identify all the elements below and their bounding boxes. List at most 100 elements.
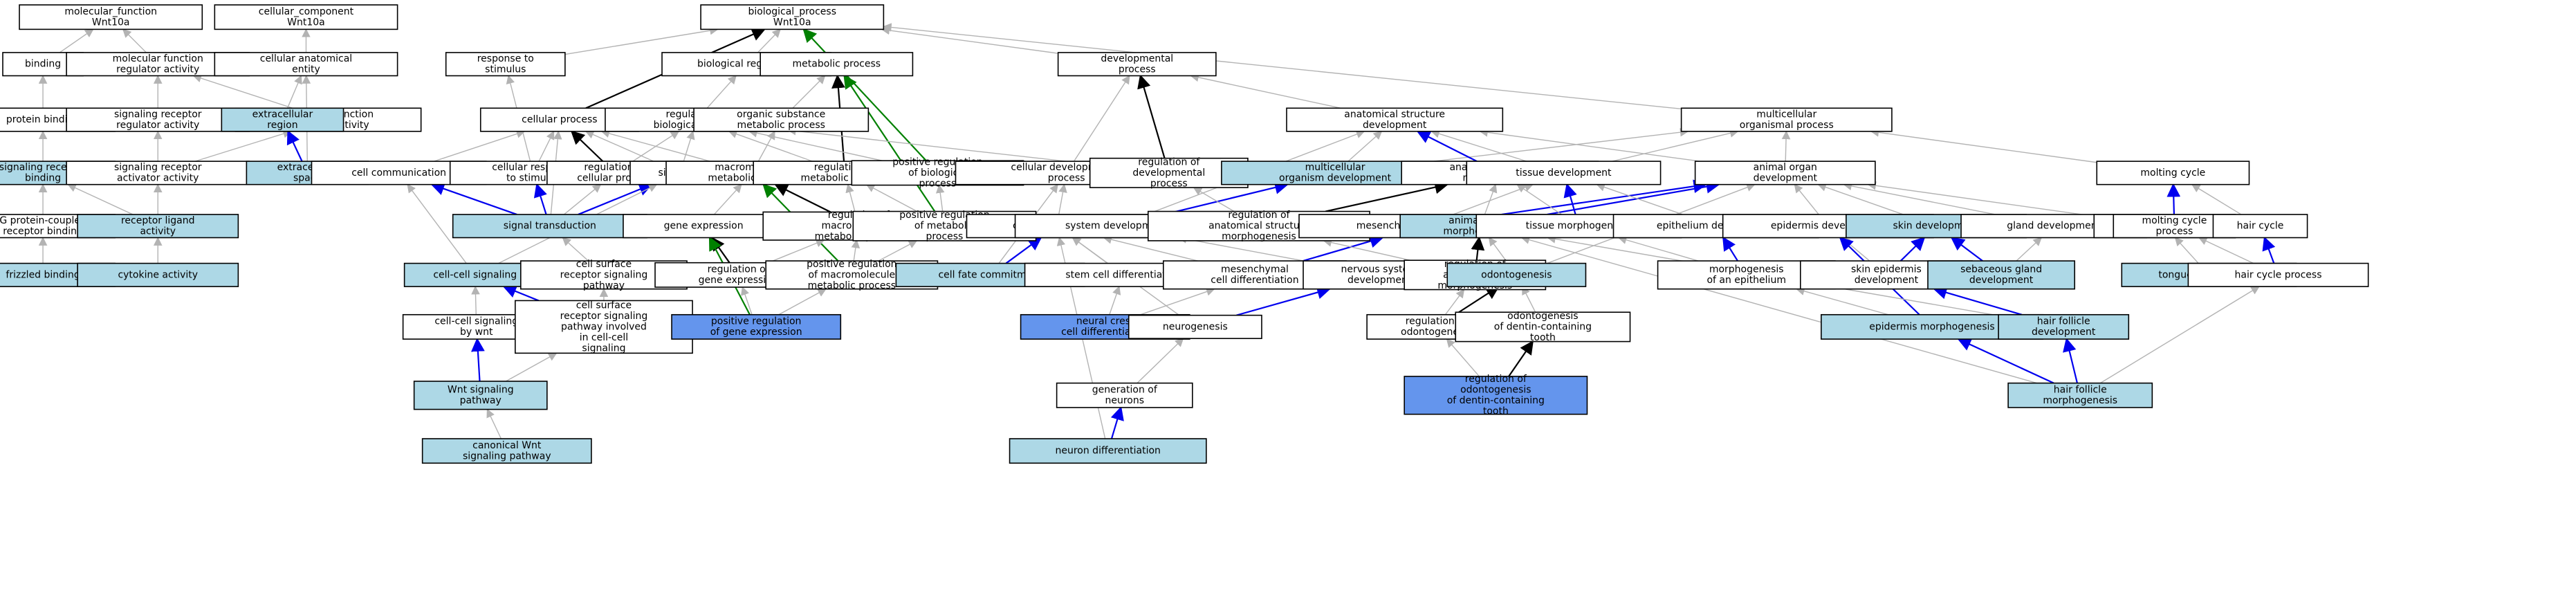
edge-hfm-to-hcp [2099, 286, 2261, 384]
node-label-line: hair cycle process [2235, 269, 2322, 280]
node-label-line: cell communication [351, 167, 446, 179]
edge-asm-to-asd [1416, 130, 1478, 163]
edge-signaling-to-cellp [585, 130, 654, 162]
node-label-line: signaling receptor [114, 162, 202, 173]
go-term-node-tissdev[interactable]: tissue development [1466, 161, 1662, 185]
edge-mfact-to-mfreg [192, 74, 293, 109]
node-label-line: development [1855, 275, 1919, 286]
edge-moltp-to-molt [2166, 183, 2181, 215]
node-label-line: in cell-cell [580, 332, 628, 343]
node-label-line: odontogenesis [1460, 385, 1531, 396]
node-label-line: development [1363, 120, 1427, 131]
go-term-node-cytok[interactable]: cytokine activity [77, 262, 239, 287]
go-term-node-odonto[interactable]: odontogenesis [1446, 262, 1587, 287]
node-label-line: multicellular [1305, 162, 1365, 173]
edge-reggeneexp-to-regmmp [768, 239, 825, 264]
edge-mfreg-to-mf [122, 28, 147, 53]
node-label-line: molting cycle [2140, 167, 2205, 179]
node-label-line: activity [140, 226, 176, 237]
edge-regdevp-to-regbp [786, 126, 1090, 165]
node-label-line: extracellular [252, 109, 313, 120]
node-label-line: hair follicle [2054, 385, 2107, 396]
edge-posreggene-to-posregmmp [778, 289, 827, 316]
edge-posregmmp-to-posregmp [878, 240, 918, 262]
node-label-line: binding [25, 173, 61, 184]
edge-posreggene-to-reggeneexp [741, 286, 753, 315]
node-label-line: epidermis morphogenesis [1869, 321, 1994, 332]
edge-haircyc-to-molt [2191, 184, 2242, 215]
node-label-line: organic substance [737, 109, 825, 120]
node-label-line: tooth [1483, 406, 1509, 417]
node-label-line: by wnt [460, 327, 493, 338]
node-label-line: developmental [1101, 53, 1173, 64]
node-label-line: neurons [1105, 395, 1144, 406]
edge-ncc-to-mescd [1140, 287, 1215, 316]
node-label-line: regulation of [1138, 156, 1200, 167]
node-label-line: cellular process [522, 114, 597, 125]
edge-nsd-to-sysdev [1177, 235, 1304, 262]
go-term-node-molt[interactable]: molting cycle [2096, 161, 2250, 185]
edge-tissmorph-to-asm [1516, 183, 1562, 215]
node-box [1694, 161, 1876, 185]
node-label-line: region [267, 120, 297, 131]
edge-regmmp-to-regmp [845, 183, 856, 212]
node-label-line: of metabolic [914, 221, 975, 232]
node-label-line: development [2032, 327, 2096, 338]
go-term-node-neurog[interactable]: neurogenesis [1128, 314, 1262, 339]
go-term-node-haircyc[interactable]: hair cycle [2212, 214, 2308, 239]
node-label-line: cell differentiation [1211, 275, 1298, 286]
node-label-line: positive regulation [807, 259, 896, 270]
go-term-node-hcp[interactable]: hair cycle process [2187, 262, 2369, 287]
go-term-node-metab[interactable]: metabolic process [760, 52, 914, 77]
go-term-node-geneexp[interactable]: gene expression [623, 214, 785, 239]
node-label-line: process [1150, 178, 1188, 189]
node-label-line: neurogenesis [1163, 321, 1228, 332]
go-term-node-sigtrans[interactable]: signal transduction [452, 214, 647, 239]
node-label-line: hair follicle [2037, 316, 2090, 327]
node-label-line: tissue development [1516, 167, 1612, 179]
node-label-line: regulation of [1228, 210, 1290, 221]
node-box [413, 381, 548, 410]
node-label-line: development [1969, 275, 2034, 286]
node-box [1404, 376, 1588, 415]
node-label-line: signaling receptor [114, 109, 202, 120]
node-box [1466, 161, 1662, 185]
node-label-line: morphogenesis [1222, 231, 1296, 242]
node-box [2007, 382, 2153, 408]
node-label-line: gland development [2007, 221, 2101, 232]
edge-sraa-to-mfact [194, 129, 292, 162]
node-label-line: anatomical structure [1208, 221, 1309, 232]
node-box [2212, 214, 2308, 239]
go-term-node-neudiff[interactable]: neuron differentiation [1009, 438, 1207, 464]
node-label-line: organismal process [1740, 120, 1834, 131]
edge-mescd-to-mesdev [1303, 234, 1384, 262]
edge-csrsp-to-sigtrans [562, 237, 589, 262]
edge-wntsp-to-csrsp2 [505, 352, 558, 382]
node-label-line: frizzled binding [6, 269, 80, 280]
edge-mescd-to-celldiff [1103, 235, 1198, 262]
